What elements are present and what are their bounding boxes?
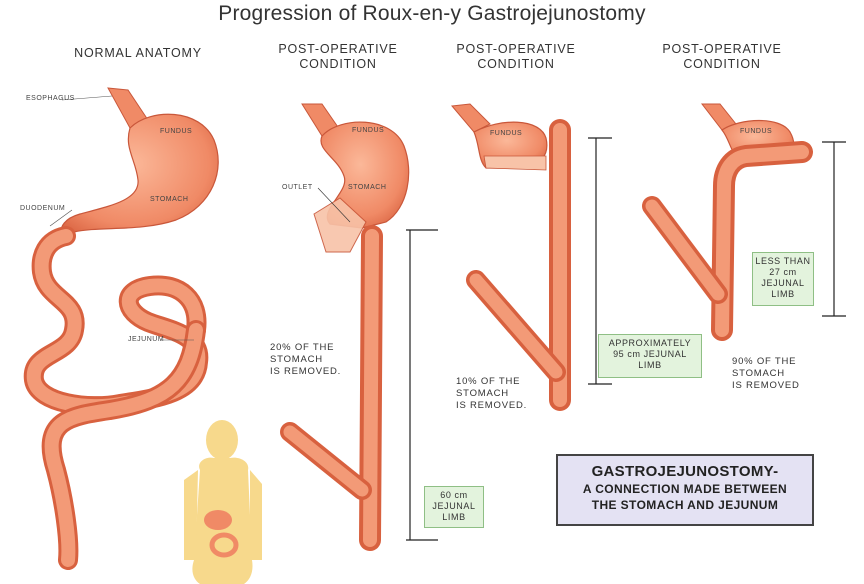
post-op-figure-3 bbox=[452, 104, 612, 400]
label-stomach: STOMACH bbox=[150, 196, 188, 203]
definition-box: GASTROJEJUNOSTOMY- A CONNECTION MADE BET… bbox=[556, 454, 814, 526]
note-line-1: 90% OF THE bbox=[732, 356, 800, 368]
jejunal-limb-box: LESS THAN 27 cm JEJUNAL LIMB bbox=[752, 252, 814, 306]
note-line-2: STOMACH bbox=[456, 388, 527, 400]
limb-line-1: APPROXIMATELY bbox=[601, 338, 699, 349]
label-duodenum: DUODENUM bbox=[20, 205, 65, 212]
note-line-2: STOMACH bbox=[270, 354, 341, 366]
limb-line-3: LIMB bbox=[427, 512, 481, 523]
note-percent-removed: 10% OF THE STOMACH IS REMOVED. bbox=[456, 376, 527, 412]
jejunal-limb-box: APPROXIMATELY 95 cm JEJUNAL LIMB bbox=[598, 334, 702, 378]
jejunal-limb-box: 60 cm JEJUNAL LIMB bbox=[424, 486, 484, 528]
note-line-1: 10% OF THE bbox=[456, 376, 527, 388]
label-jejunum: JEJUNUM bbox=[128, 336, 164, 343]
note-line-3: IS REMOVED. bbox=[456, 400, 527, 412]
note-line-3: IS REMOVED. bbox=[270, 366, 341, 378]
label-outlet: OUTLET bbox=[282, 184, 313, 191]
note-line-3: IS REMOVED bbox=[732, 380, 800, 392]
label-fundus: FUNDUS bbox=[490, 130, 522, 137]
label-fundus: FUNDUS bbox=[160, 128, 192, 135]
limb-line-3: JEJUNAL bbox=[755, 278, 811, 289]
limb-line-2: 95 cm JEJUNAL bbox=[601, 349, 699, 360]
note-line-2: STOMACH bbox=[732, 368, 800, 380]
limb-line-1: LESS THAN bbox=[755, 256, 811, 267]
note-percent-removed: 20% OF THE STOMACH IS REMOVED. bbox=[270, 342, 341, 378]
label-fundus: FUNDUS bbox=[740, 128, 772, 135]
label-fundus: FUNDUS bbox=[352, 127, 384, 134]
definition-term: GASTROJEJUNOSTOMY- bbox=[558, 463, 812, 480]
post-op-figure-4 bbox=[652, 104, 846, 330]
definition-line-3: THE STOMACH AND JEJUNUM bbox=[558, 498, 812, 512]
label-esophagus: ESOPHAGUS bbox=[26, 95, 75, 102]
note-line-1: 20% OF THE bbox=[270, 342, 341, 354]
note-percent-removed: 90% OF THE STOMACH IS REMOVED bbox=[732, 356, 800, 392]
stomach bbox=[61, 114, 218, 238]
limb-line-4: LIMB bbox=[755, 289, 811, 300]
limb-line-2: JEJUNAL bbox=[427, 501, 481, 512]
limb-line-3: LIMB bbox=[601, 360, 699, 371]
human-body-figure bbox=[184, 420, 262, 584]
definition-line-2: A CONNECTION MADE BETWEEN bbox=[558, 482, 812, 496]
limb-line-2: 27 cm bbox=[755, 267, 811, 278]
post-op-figure-2 bbox=[290, 104, 438, 540]
label-stomach: STOMACH bbox=[348, 184, 386, 191]
limb-line-1: 60 cm bbox=[427, 490, 481, 501]
